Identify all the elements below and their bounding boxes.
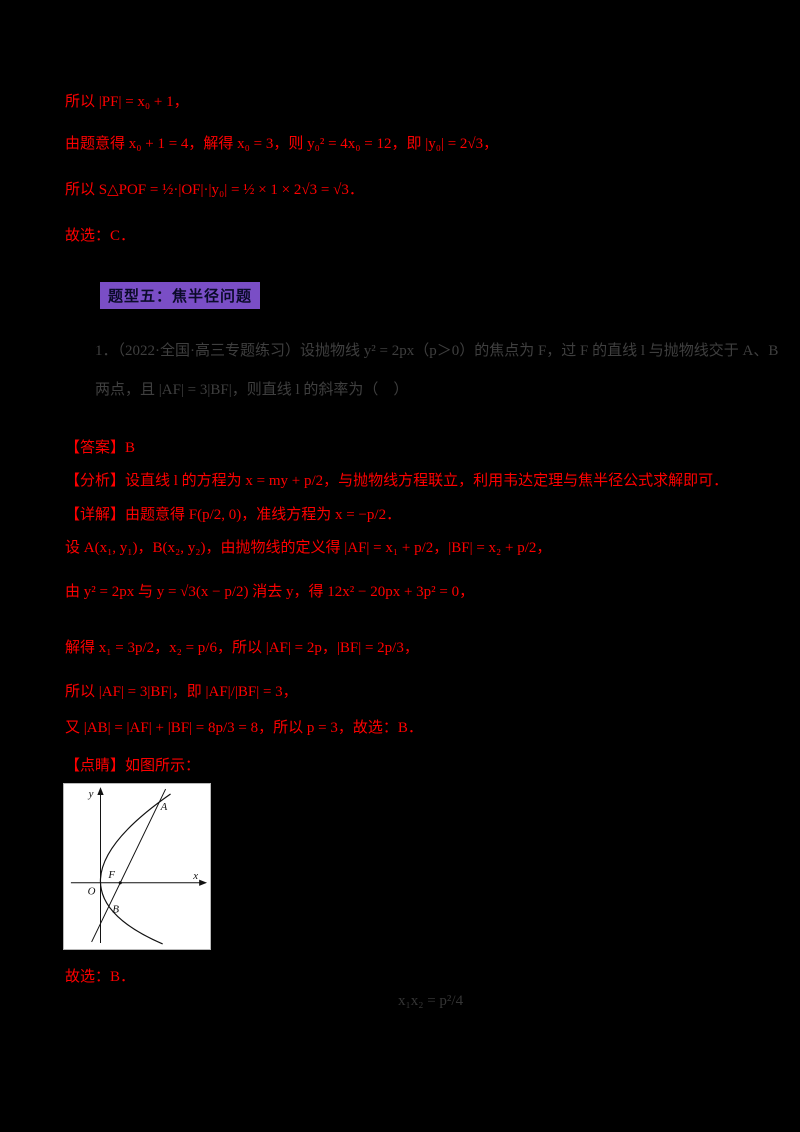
final-conclusion-line: 故选：B． — [65, 969, 136, 985]
label-point-b: B — [112, 903, 119, 915]
top-solution-line-2: 由题意得 x₀ + 1 = 4，解得 x₀ = 3，则 y₀² = 4x₀ = … — [65, 136, 499, 152]
label-focus: F — [107, 869, 115, 881]
top-solution-line-4: 故选：C． — [65, 228, 136, 244]
solution-line-ratio: 所以 |AF| = 3|BF|，即 |AF|/|BF| = 3， — [65, 684, 298, 700]
label-x-axis: x — [192, 870, 198, 882]
parabola-curve — [99, 793, 171, 945]
problem-line-2: 两点，且 |AF| = 3|BF|，则直线 l 的斜率为（ ） — [95, 382, 409, 398]
label-y-axis: y — [88, 788, 94, 800]
focal-chord-line — [91, 788, 167, 943]
parabola-figure-svg: y x O F A B — [64, 784, 210, 949]
top-solution-line-1: 所以 |PF| = x₀ + 1， — [65, 94, 189, 110]
x-axis-arrow-icon — [199, 879, 208, 886]
solution-line-roots: 解得 x₁ = 3p/2，x₂ = p/6，所以 |AF| = 2p，|BF| … — [65, 640, 419, 656]
footer-formula: x₁x₂ = p²/4 — [398, 993, 464, 1009]
label-origin: O — [88, 886, 96, 898]
figure-background — [64, 784, 210, 949]
solution-line-system: 由 y² = 2px 与 y = √3(x − p/2) 消去 y，得 12x²… — [65, 584, 475, 600]
answer-line: 【答案】B — [65, 440, 136, 456]
solution-line-remark: 【点睛】如图所示： — [65, 758, 201, 774]
parabola-figure: y x O F A B — [63, 783, 211, 950]
solution-line-detail-2: 设 A(x₁, y₁)，B(x₂, y₂)，由抛物线的定义得 |AF| = x₁… — [65, 540, 552, 556]
solution-line-analysis: 【分析】设直线 l 的方程为 x = my + p/2，与抛物线方程联立，利用韦… — [65, 473, 729, 489]
solution-line-conclude: 又 |AB| = |AF| + |BF| = 8p/3 = 8，所以 p = 3… — [65, 720, 423, 736]
top-solution-line-3: 所以 S△POF = ½·|OF|·|y₀| = ½ × 1 × 2√3 = √… — [65, 182, 364, 198]
solution-line-detail-1: 【详解】由题意得 F(p/2, 0)，准线方程为 x = −p/2． — [65, 507, 402, 523]
section-header-type5: 题型五：焦半径问题 — [100, 282, 261, 309]
focus-point — [118, 881, 122, 885]
problem-line-1: 1．（2022·全国·高三专题练习）设抛物线 y² = 2px（p＞0）的焦点为… — [95, 343, 779, 359]
label-point-a: A — [160, 801, 168, 813]
y-axis-arrow-icon — [97, 787, 104, 795]
